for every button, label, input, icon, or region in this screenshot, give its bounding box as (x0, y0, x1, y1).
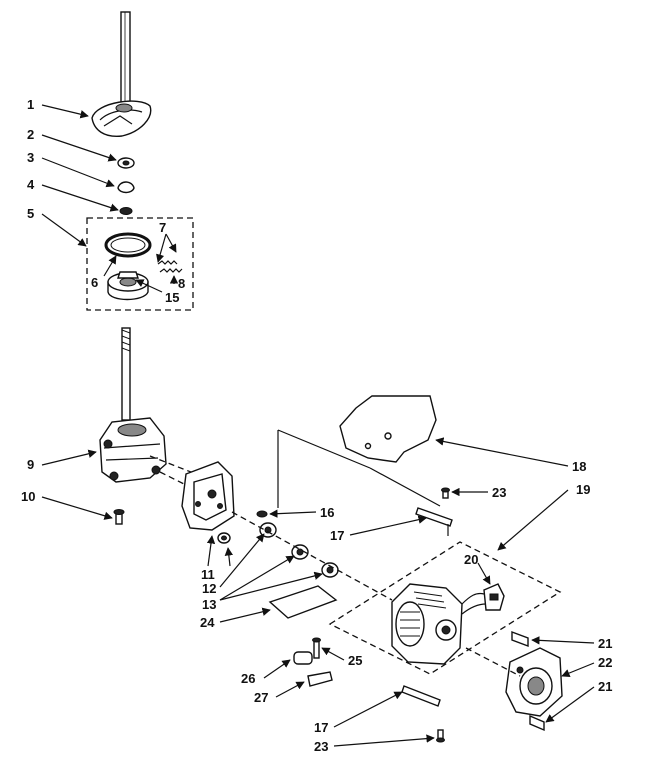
drive-motor (391, 583, 487, 665)
callout-27: 27 (254, 690, 268, 705)
leader-lines (41, 104, 595, 747)
part-15-drive-block (107, 271, 149, 301)
part-23-screw-lower (436, 729, 445, 743)
part-16-screw (256, 510, 268, 518)
part-8-pin (159, 268, 183, 273)
callout-11: 11 (201, 567, 215, 582)
part-9-gearcase (99, 417, 201, 493)
part-2-washer (117, 157, 135, 169)
callout-2: 2 (27, 127, 34, 142)
part-1-cam (91, 100, 152, 137)
part-11-bushing (217, 532, 231, 544)
part-22-pump (505, 647, 563, 717)
callout-1: 1 (27, 97, 34, 112)
part-23-screw-upper (441, 487, 450, 499)
part-27-clamp (307, 671, 333, 687)
callout-13: 13 (202, 597, 216, 612)
coupling (231, 511, 393, 601)
part-19-bracket-outline (328, 541, 562, 675)
callout-20: 20 (464, 552, 478, 567)
callout-9: 9 (27, 457, 34, 472)
callout-16: 16 (320, 505, 334, 520)
callout-24: 24 (200, 615, 215, 630)
part-18-shield (339, 395, 437, 463)
callout-23-upper: 23 (492, 485, 506, 500)
part-10-bolt (113, 509, 125, 525)
part-17-strap-upper (415, 507, 453, 536)
part-24-gasket (268, 585, 338, 619)
callout-26: 26 (241, 671, 255, 686)
callout-labels: 1 2 3 4 5 6 7 8 9 10 11 12 13 15 16 17 1… (21, 97, 612, 754)
callout-17-lower: 17 (314, 720, 328, 735)
agitator-shaft (120, 11, 131, 111)
part-17-strap-lower (401, 685, 441, 707)
callout-19: 19 (576, 482, 590, 497)
part-4-clip (119, 207, 133, 215)
part-5-kit-box (86, 217, 194, 311)
part-21-clip-lower (529, 714, 545, 732)
callout-7: 7 (159, 220, 166, 235)
callout-4: 4 (27, 177, 35, 192)
callout-3: 3 (27, 150, 34, 165)
part-26-capacitor (293, 651, 313, 665)
part-7-spring (157, 260, 178, 265)
bracket-outline (277, 429, 441, 508)
callout-21-lower: 21 (598, 679, 612, 694)
part-13-gear (291, 544, 309, 560)
part-25-screw (312, 637, 321, 659)
part-21-clip-upper (511, 630, 529, 648)
callout-22: 22 (598, 655, 612, 670)
callout-15: 15 (165, 290, 179, 305)
lower-shaft (121, 327, 131, 421)
callout-12: 12 (202, 581, 216, 596)
part-20-connector (483, 583, 505, 611)
callout-25: 25 (348, 653, 362, 668)
part-6-retaining-ring (104, 232, 152, 258)
callout-6: 6 (91, 275, 98, 290)
callout-8: 8 (178, 276, 185, 291)
pump-plate (181, 461, 235, 531)
callout-10: 10 (21, 489, 35, 504)
callout-18: 18 (572, 459, 586, 474)
part-3-ring (117, 181, 135, 194)
callout-23-lower: 23 (314, 739, 328, 754)
part-12-pulley (259, 522, 277, 538)
callout-17-upper: 17 (330, 528, 344, 543)
callout-21-upper: 21 (598, 636, 612, 651)
callout-5: 5 (27, 206, 34, 221)
